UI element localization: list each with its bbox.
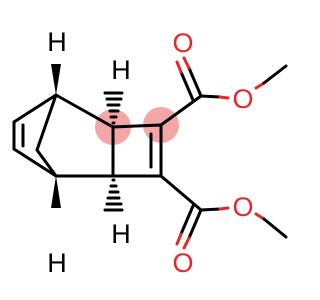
bond-ester-o-bottom-to-methyl <box>262 217 288 239</box>
hydrogen-label-bottom-right: H <box>111 219 131 249</box>
oxygen-label-bottom-carbonyl: O <box>172 248 193 278</box>
bond-ester-o-top-to-methyl-red <box>254 81 266 90</box>
hashed-wedge-fusion-top-h <box>103 91 124 125</box>
bond-ester-carbon-bottom-to-o-red <box>218 206 230 211</box>
bond-cb-bottom-to-ester-carbon-bottom <box>159 174 203 212</box>
oxygen-label-bottom-ester: O <box>232 192 253 222</box>
molecule-structure: H H H H O O O O <box>12 27 288 278</box>
hydrogen-label-top-right: H <box>111 55 131 85</box>
bond-ester-carbonyl-top-b <box>179 70 195 102</box>
bond-ester-carbon-top-to-o <box>199 94 222 99</box>
bond-bridgehead-top-to-fusion-top <box>54 93 115 129</box>
bond-ester-o-top-to-methyl <box>262 64 288 85</box>
bond-cb-top-to-ester-carbon-top <box>159 94 203 127</box>
wedge-bridgehead-bottom-h <box>51 176 61 208</box>
bond-ester-carbonyl-top-a-o <box>182 56 191 70</box>
bond-ester-carbonyl-bottom-a-o <box>182 236 191 250</box>
wedge-bridgehead-top-h <box>51 64 61 95</box>
bond-alkene-to-bridgehead-bottom <box>12 147 58 178</box>
bond-ester-carbonyl-top-a <box>187 66 203 98</box>
bond-ester-carbonyl-bottom-b-o <box>175 232 183 246</box>
hashed-wedge-fusion-bottom-h <box>103 178 124 212</box>
hydrogen-label-bottom-left: H <box>47 248 67 278</box>
bond-ester-o-bottom-to-methyl-red <box>254 212 266 221</box>
bond-ester-carbon-top-to-o-red <box>218 95 230 100</box>
bond-fusion-top-to-cb-top <box>111 123 163 129</box>
hydrogen-label-top-left: H <box>47 27 67 57</box>
bond-bridgehead-top-to-bridge <box>35 93 58 152</box>
bond-ester-carbonyl-top-b-o <box>175 60 183 74</box>
oxygen-label-top-carbonyl: O <box>172 28 193 58</box>
oxygen-label-top-ester: O <box>232 84 253 114</box>
bond-ester-carbonyl-bottom-b <box>179 204 195 236</box>
bond-ester-carbon-bottom-to-o <box>199 207 222 212</box>
bond-bridgehead-top-to-alkene <box>12 93 58 124</box>
bond-bridge-to-bridgehead-bottom <box>35 148 58 178</box>
bond-ester-carbonyl-bottom-a <box>187 208 203 240</box>
